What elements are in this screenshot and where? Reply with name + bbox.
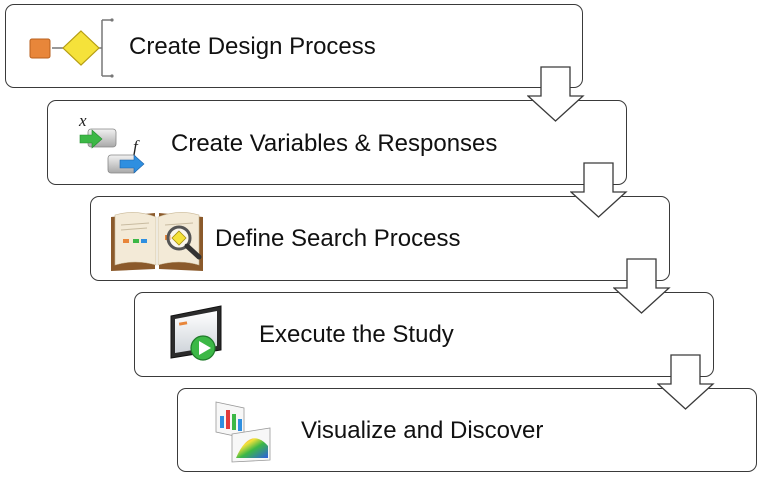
x-symbol: x — [78, 111, 87, 130]
step-define-search-process: Define Search Process — [90, 196, 670, 281]
step-create-design-process: Create Design Process — [5, 4, 583, 88]
run-screen-icon — [170, 305, 222, 361]
step-label: Execute the Study — [259, 321, 454, 348]
down-arrow-4 — [657, 354, 715, 410]
down-arrow-1 — [527, 66, 585, 122]
step-label: Visualize and Discover — [301, 417, 544, 444]
book-search-icon — [111, 212, 203, 271]
down-arrow-2 — [570, 162, 628, 218]
workflow-icon — [29, 18, 114, 78]
step-label: Create Design Process — [129, 33, 376, 60]
step-label: Define Search Process — [215, 225, 461, 252]
charts-icon — [215, 401, 271, 463]
down-arrow-3 — [613, 258, 671, 314]
step-label: Create Variables & Responses — [171, 130, 498, 157]
f-symbol: f — [133, 137, 140, 156]
step-visualize-and-discover: Visualize and Discover — [177, 388, 757, 472]
step-execute-the-study: Execute the Study — [134, 292, 714, 377]
step-create-variables-responses: x f Create Variables & Responses — [47, 100, 627, 185]
variables-icon: x f — [78, 111, 145, 174]
